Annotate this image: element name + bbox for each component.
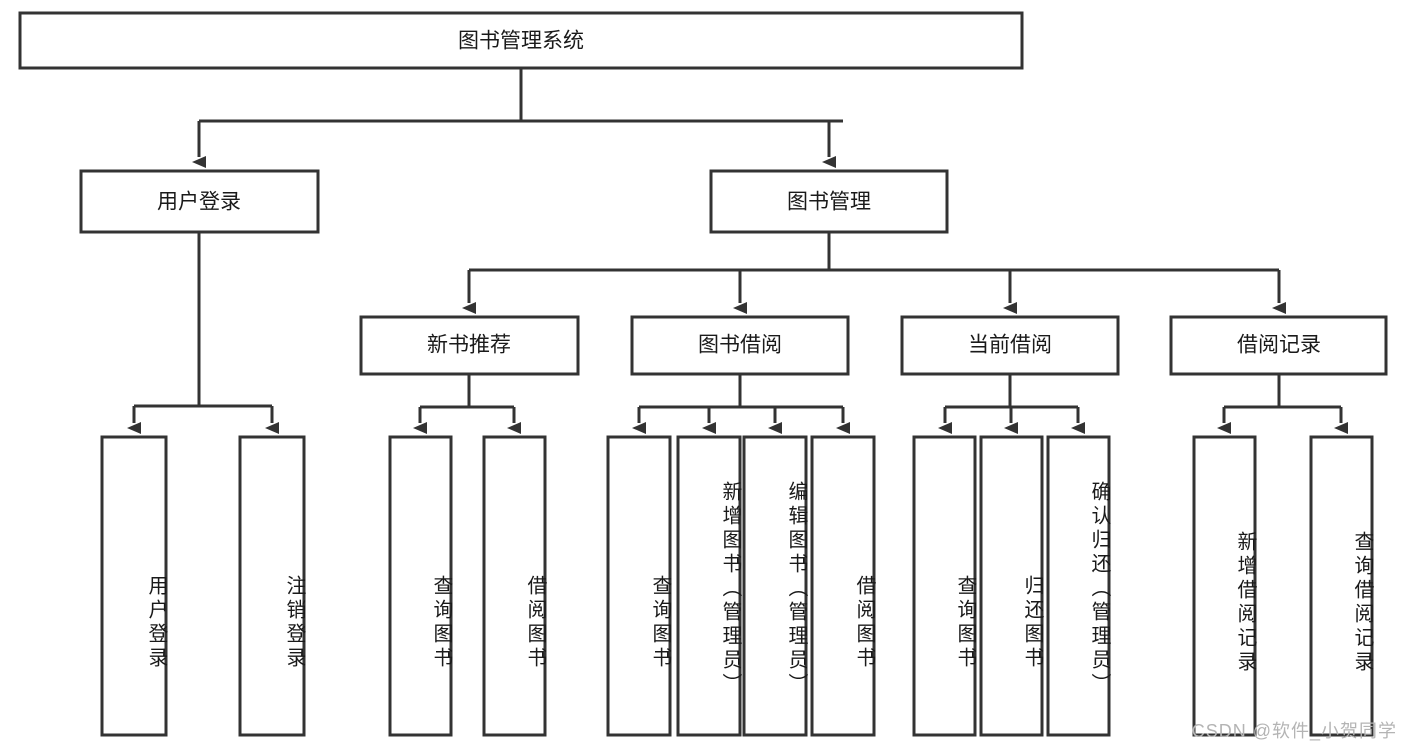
node-label-book-management: 图书管理 (787, 191, 871, 214)
connector-group-current-borrow (938, 374, 1085, 434)
node-label-user-login: 用户登录 (157, 191, 241, 214)
leaf-box-return-book[interactable] (979, 435, 1044, 737)
node-label-current-borrow: 当前借阅 (968, 334, 1052, 357)
leaf-box-group (100, 435, 1374, 737)
leaf-box-logout[interactable] (238, 435, 306, 737)
leaf-box-add-borrow-record[interactable] (1192, 435, 1257, 737)
connector-group-book-management (462, 232, 1286, 314)
node-label-root: 图书管理系统 (458, 30, 584, 53)
connector-group-new-book-recommend (413, 374, 521, 434)
node-new-book-recommend[interactable]: 新书推荐 (359, 315, 580, 376)
leaf-box-user-login[interactable] (100, 435, 168, 737)
connector-group-book-borrow (632, 374, 850, 434)
leaf-box-confirm-return-admin[interactable] (1046, 435, 1111, 737)
node-label-borrow-record: 借阅记录 (1237, 334, 1321, 357)
node-root-system[interactable]: 图书管理系统 (18, 11, 1024, 70)
node-current-borrow[interactable]: 当前借阅 (900, 315, 1120, 376)
connector-group-user-login (127, 232, 279, 434)
leaf-box-query-borrow-record[interactable] (1309, 435, 1374, 737)
leaf-box-borrow-book-recommend[interactable] (482, 435, 547, 737)
leaf-box-add-book-admin[interactable] (676, 435, 742, 737)
leaf-box-query-book-recommend[interactable] (388, 435, 453, 737)
leaf-box-borrow-book[interactable] (810, 435, 876, 737)
node-label-new-book-recommend: 新书推荐 (427, 334, 511, 357)
node-label-book-borrow: 图书借阅 (698, 334, 782, 357)
node-user-login[interactable]: 用户登录 (79, 169, 320, 234)
connector-group-root (192, 68, 843, 168)
node-book-borrow[interactable]: 图书借阅 (630, 315, 850, 376)
csdn-watermark: CSDN @软件_小贺同学 (1191, 721, 1397, 741)
node-borrow-record[interactable]: 借阅记录 (1169, 315, 1388, 376)
node-book-management[interactable]: 图书管理 (709, 169, 949, 234)
leaf-box-query-book-borrow[interactable] (606, 435, 672, 737)
connector-group-borrow-record (1217, 374, 1348, 434)
leaf-box-query-book-current[interactable] (912, 435, 977, 737)
leaf-box-edit-book-admin[interactable] (742, 435, 808, 737)
